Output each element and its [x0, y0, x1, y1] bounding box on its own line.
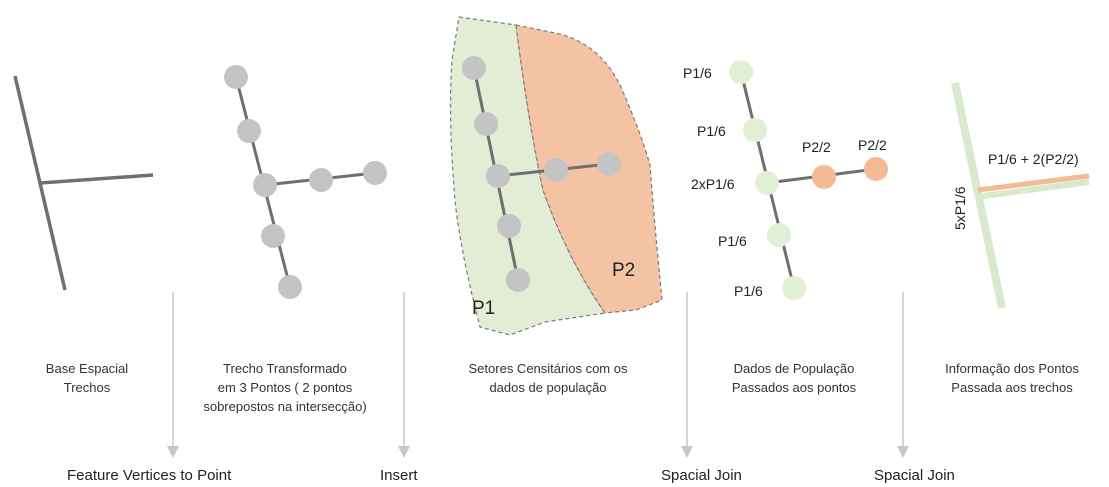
operation-spacial-join-2: Spacial Join [874, 467, 955, 484]
point [486, 164, 510, 188]
stage-census-sectors: P1 P2 [449, 16, 663, 336]
point [261, 224, 285, 248]
operation-labels: Feature Vertices to Point Insert Spacial… [67, 467, 955, 484]
point-green [729, 60, 753, 84]
point [497, 214, 521, 238]
point-orange [812, 165, 836, 189]
point [462, 56, 486, 80]
point-green [743, 118, 767, 142]
result-label-vertical: 5xP1/6 [952, 186, 968, 230]
point-label-branch-b: P2/2 [858, 137, 887, 153]
point [474, 112, 498, 136]
caption-population-line1: Dados de População [734, 361, 855, 376]
caption-transformed-line3: sobrepostos na intersecção) [203, 399, 366, 414]
segment-horizontal-orange [977, 173, 1090, 193]
caption-base-line1: Base Espacial [46, 361, 128, 376]
caption-sectors-line2: dados de população [489, 380, 606, 395]
segment-horizontal-green [975, 179, 1090, 200]
caption-population-line2: Passados aos pontos [732, 380, 857, 395]
point [597, 152, 621, 176]
point [237, 119, 261, 143]
point [363, 161, 387, 185]
point-green [782, 276, 806, 300]
caption-result-line2: Passada aos trechos [951, 380, 1073, 395]
sector-p1-label: P1 [472, 298, 495, 319]
point-label-top: P1/6 [683, 65, 712, 81]
caption-transformed-line1: Trecho Transformado [223, 361, 347, 376]
point-label-upper: P1/6 [697, 123, 726, 139]
point-green [755, 171, 779, 195]
sector-p2-label: P2 [612, 260, 635, 281]
point [253, 173, 277, 197]
point-label-intersection: 2xP1/6 [691, 176, 735, 192]
point-label-branch-a: P2/2 [802, 139, 831, 155]
segment-branch [39, 173, 154, 185]
result-label-horizontal: P1/6 + 2(P2/2) [988, 151, 1079, 167]
point [544, 158, 568, 182]
stage-captions: Base Espacial Trechos Trecho Transformad… [46, 361, 1080, 414]
operation-spacial-join-1: Spacial Join [661, 467, 742, 484]
operation-arrows [167, 292, 909, 458]
point-label-lower: P1/6 [718, 233, 747, 249]
stage-result-segments: P1/6 + 2(P2/2) 5xP1/6 [951, 82, 1090, 309]
stage-base-segments [13, 75, 154, 291]
stage-population-points: P1/6 P1/6 2xP1/6 P1/6 P1/6 P2/2 P2/2 [683, 60, 888, 300]
operation-feature-vertices: Feature Vertices to Point [67, 467, 232, 484]
caption-transformed-line2: em 3 Pontos ( 2 pontos [218, 380, 353, 395]
stage-vertices-to-points [224, 65, 387, 299]
caption-sectors-line1: Setores Censitários com os [469, 361, 628, 376]
caption-base-line2: Trechos [64, 380, 111, 395]
point [506, 268, 530, 292]
point [224, 65, 248, 89]
point-green [767, 223, 791, 247]
point-label-bottom: P1/6 [734, 283, 763, 299]
sector-p2-polygon [515, 24, 663, 314]
point-orange [864, 157, 888, 181]
operation-insert: Insert [380, 467, 418, 484]
point [309, 168, 333, 192]
point [278, 275, 302, 299]
caption-result-line1: Informação dos Pontos [945, 361, 1079, 376]
